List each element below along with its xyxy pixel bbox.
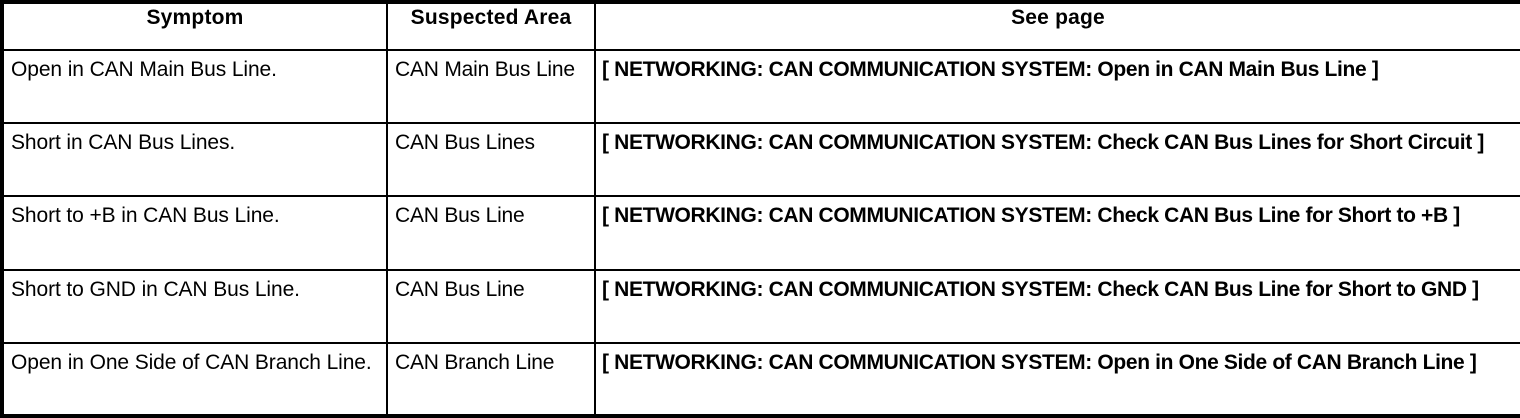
column-header-suspected-area: Suspected Area	[386, 1, 596, 51]
cell-symptom: Open in CAN Main Bus Line.	[1, 48, 388, 125]
cell-suspected-area: CAN Bus Lines	[386, 122, 596, 198]
table-header: Symptom Suspected Area See page	[1, 1, 1520, 51]
cell-see-page: [ NETWORKING: CAN COMMUNICATION SYSTEM: …	[594, 122, 1520, 198]
cell-see-page: [ NETWORKING: CAN COMMUNICATION SYSTEM: …	[594, 48, 1520, 125]
table-body: Open in CAN Main Bus Line. CAN Main Bus …	[1, 48, 1520, 418]
table-row: Open in CAN Main Bus Line. CAN Main Bus …	[1, 48, 1520, 125]
cell-suspected-area: CAN Main Bus Line	[386, 48, 596, 125]
cell-see-page: [ NETWORKING: CAN COMMUNICATION SYSTEM: …	[594, 195, 1520, 271]
cell-suspected-area: CAN Branch Line	[386, 341, 596, 418]
table-row: Short to GND in CAN Bus Line. CAN Bus Li…	[1, 268, 1520, 344]
cell-symptom: Open in One Side of CAN Branch Line.	[1, 341, 388, 418]
table-header-row: Symptom Suspected Area See page	[1, 1, 1520, 51]
table-row: Short in CAN Bus Lines. CAN Bus Lines [ …	[1, 122, 1520, 198]
column-header-see-page: See page	[594, 1, 1520, 51]
column-header-symptom: Symptom	[1, 1, 388, 51]
cell-suspected-area: CAN Bus Line	[386, 195, 596, 271]
cell-see-page: [ NETWORKING: CAN COMMUNICATION SYSTEM: …	[594, 268, 1520, 344]
cell-symptom: Short to GND in CAN Bus Line.	[1, 268, 388, 344]
cell-symptom: Short in CAN Bus Lines.	[1, 122, 388, 198]
table-row: Short to +B in CAN Bus Line. CAN Bus Lin…	[1, 195, 1520, 271]
cell-see-page: [ NETWORKING: CAN COMMUNICATION SYSTEM: …	[594, 341, 1520, 418]
table-row: Open in One Side of CAN Branch Line. CAN…	[1, 341, 1520, 418]
cell-symptom: Short to +B in CAN Bus Line.	[1, 195, 388, 271]
cell-suspected-area: CAN Bus Line	[386, 268, 596, 344]
